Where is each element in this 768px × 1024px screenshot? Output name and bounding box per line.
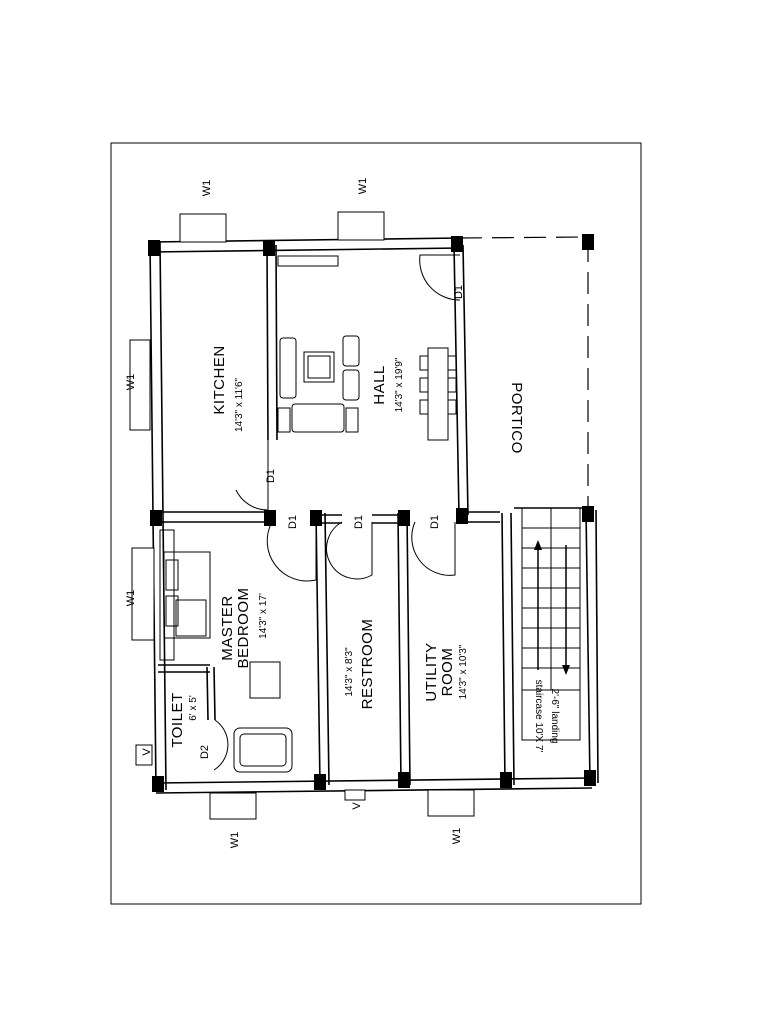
page-border xyxy=(110,142,642,905)
door-tag: D1 xyxy=(353,515,365,529)
columns xyxy=(148,234,596,792)
kitchen-label: KITCHEN xyxy=(211,345,228,414)
master-bedroom-dim: 14'3" x 17' xyxy=(258,593,269,639)
landing-label: 2'-6" landing xyxy=(549,689,560,744)
toilet-dim: 6' x 5' xyxy=(188,695,199,721)
doors xyxy=(213,254,461,771)
master-bedroom-label-1: MASTER xyxy=(219,595,236,661)
restroom-label: RESTROOM xyxy=(359,619,376,710)
door-tag: D1 xyxy=(265,469,277,483)
window-tag: W1 xyxy=(229,832,241,849)
utility-label-1: UTILITY xyxy=(423,642,440,701)
portico-label: PORTICO xyxy=(508,382,525,454)
window-tag: W1 xyxy=(125,374,137,391)
restroom-dim: 14'3" x 8'3" xyxy=(344,647,355,697)
master-bedroom-label-2: BEDROOM xyxy=(235,587,252,668)
door-tag: D1 xyxy=(287,515,299,529)
door-tag: D1 xyxy=(453,285,465,299)
utility-dim: 14'3" x 10'3" xyxy=(458,644,469,699)
toilet-door-tag: D2 xyxy=(199,745,211,759)
staircase xyxy=(521,507,581,741)
windows xyxy=(129,211,475,820)
window-tag: W1 xyxy=(357,178,369,195)
utility-label-2: ROOM xyxy=(439,648,456,697)
hall-label: HALL xyxy=(371,365,388,405)
furniture xyxy=(159,255,457,773)
kitchen-dim: 14'3" x 11'6" xyxy=(234,378,245,433)
window-tag: W1 xyxy=(451,828,463,845)
ventilator-tag: V xyxy=(351,802,363,810)
staircase-label: staircase 10'X 7' xyxy=(533,680,544,753)
toilet-label: TOILET xyxy=(169,692,186,747)
ventilator-tag: V xyxy=(141,748,153,756)
hall-dim: 14'3" x 19'9" xyxy=(394,357,405,412)
window-tag: W1 xyxy=(201,180,213,197)
outer-walls xyxy=(149,236,599,794)
window-tag: W1 xyxy=(125,590,137,607)
door-tag: D1 xyxy=(429,515,441,529)
